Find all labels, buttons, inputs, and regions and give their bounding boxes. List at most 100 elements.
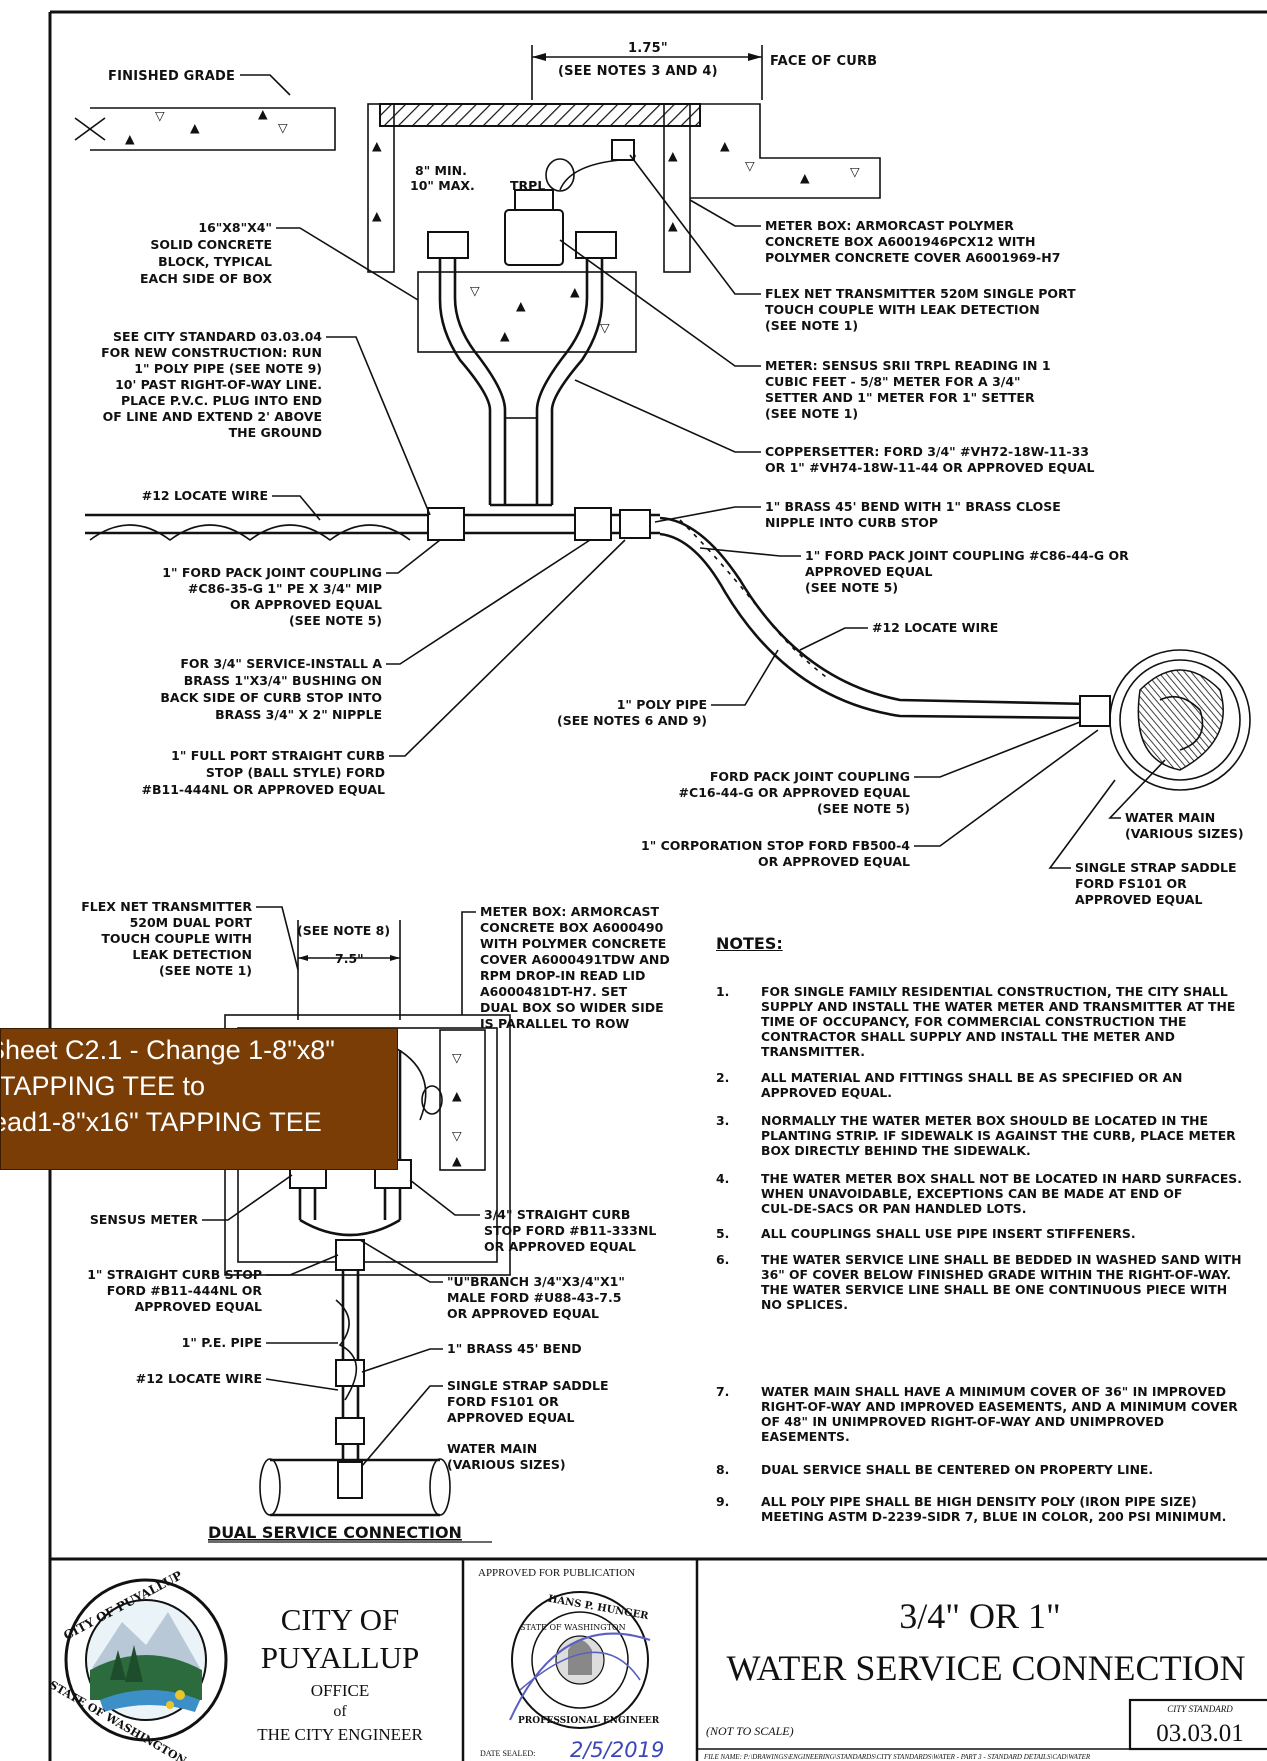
label-pack-joint-right: 1" FORD PACK JOINT COUPLING #C86-44-G OR…: [805, 548, 1129, 595]
approved-label: APPROVED FOR PUBLICATION: [478, 1567, 635, 1579]
annotation-line-2: TAPPING TEE to: [0, 1071, 206, 1101]
svg-text:▲: ▲: [258, 106, 268, 121]
note-number: 9.: [716, 1494, 730, 1509]
label-meter-sensus: METER: SENSUS SRII TRPL READING IN 1 CUB…: [765, 358, 1051, 421]
svg-text:A6000481DT-H7. SET: A6000481DT-H7. SET: [480, 984, 628, 999]
note-text: ALL POLY PIPE SHALL BE HIGH DENSITY POLY…: [761, 1494, 1227, 1524]
note-number: 7.: [716, 1384, 730, 1399]
svg-text:MALE FORD #U88-43-7.5: MALE FORD #U88-43-7.5: [447, 1290, 621, 1305]
sheet-border: [48, 10, 1267, 1761]
office-line-3: THE CITY ENGINEER: [257, 1725, 423, 1744]
label-straight-curb-1: 1" STRAIGHT CURB STOP FORD #B11-444NL OR…: [87, 1267, 262, 1314]
svg-text:LEAK DETECTION: LEAK DETECTION: [132, 947, 252, 962]
label-straight-curb-34: 3/4" STRAIGHT CURB STOP FORD #B11-333NL …: [484, 1207, 656, 1254]
label-coppersetter: COPPERSETTER: FORD 3/4" #VH72-18W-11-33 …: [765, 444, 1095, 475]
svg-text:▲: ▲: [452, 1088, 462, 1103]
seal-text-mid: STATE OF WASHINGTON: [520, 1623, 626, 1632]
svg-text:1" STRAIGHT CURB STOP: 1" STRAIGHT CURB STOP: [87, 1267, 262, 1282]
label-u-branch: "U"BRANCH 3/4"X3/4"X1" MALE FORD #U88-43…: [447, 1274, 625, 1321]
svg-text:1" BRASS 45' BEND WITH 1" BRAS: 1" BRASS 45' BEND WITH 1" BRASS CLOSE: [765, 499, 1061, 514]
note-number: 3.: [716, 1113, 730, 1128]
svg-text:(SEE NOTES 6 AND 9): (SEE NOTES 6 AND 9): [557, 713, 707, 728]
dim-1-75-value: 1.75": [628, 41, 668, 56]
seal-text-bottom: PROFESSIONAL ENGINEER: [518, 1716, 660, 1726]
svg-text:APPROVED EQUAL: APPROVED EQUAL: [805, 564, 932, 579]
annotation-line-1: Sheet C2.1 - Change 1-8"x8": [0, 1035, 335, 1065]
svg-text:WATER MAIN: WATER MAIN: [447, 1441, 537, 1456]
svg-text:APPROVED EQUAL: APPROVED EQUAL: [447, 1410, 574, 1425]
label-sensus-meter: SENSUS METER: [90, 1212, 199, 1227]
note-text: FOR SINGLE FAMILY RESIDENTIAL CONSTRUCTI…: [761, 984, 1236, 1059]
svg-text:10' PAST RIGHT-OF-WAY LINE.: 10' PAST RIGHT-OF-WAY LINE.: [115, 377, 322, 392]
label-water-main-dual: WATER MAIN (VARIOUS SIZES): [447, 1441, 566, 1472]
svg-text:WITH POLYMER CONCRETE: WITH POLYMER CONCRETE: [480, 936, 666, 951]
note-text: ALL MATERIAL AND FITTINGS SHALL BE AS SP…: [761, 1070, 1183, 1100]
city-logo: [64, 1578, 228, 1742]
svg-text:IS PARALLEL TO ROW: IS PARALLEL TO ROW: [480, 1016, 630, 1031]
note-number: 8.: [716, 1462, 730, 1477]
coppersetter: [438, 255, 604, 507]
meter-box-lid: [379, 103, 701, 127]
label-brass-bend: 1" BRASS 45' BEND WITH 1" BRASS CLOSE NI…: [765, 499, 1061, 530]
svg-text:▲: ▲: [800, 170, 810, 185]
label-brass-bend-dual: 1" BRASS 45' BEND: [447, 1341, 582, 1356]
dim-1-75-note: (SEE NOTES 3 AND 4): [558, 64, 718, 79]
dimension-1-75: [531, 45, 763, 100]
label-see-note-8: (SEE NOTE 8): [297, 923, 390, 938]
transmitter-wire: [545, 139, 636, 192]
svg-text:(SEE NOTE 5): (SEE NOTE 5): [805, 580, 898, 595]
svg-text:(SEE NOTE 5): (SEE NOTE 5): [289, 613, 382, 628]
water-meter: [427, 189, 617, 266]
comment-annotation[interactable]: Sheet C2.1 - Change 1-8"x8" TAPPING TEE …: [0, 1028, 398, 1170]
dual-water-main: [259, 1458, 451, 1517]
standard-number-box: [1128, 1698, 1267, 1751]
svg-text:(SEE NOTE 1): (SEE NOTE 1): [765, 318, 858, 333]
svg-text:BACK SIDE OF CURB STOP INTO: BACK SIDE OF CURB STOP INTO: [160, 690, 382, 705]
svg-text:CONCRETE BOX A6001946PCX12 WIT: CONCRETE BOX A6001946PCX12 WITH: [765, 234, 1035, 249]
label-meter-box-dual: METER BOX: ARMORCAST CONCRETE BOX A60004…: [480, 904, 670, 1031]
office-line-2: of: [333, 1703, 347, 1720]
svg-text:▲: ▲: [668, 218, 678, 233]
svg-text:OF LINE AND EXTEND 2' ABOVE: OF LINE AND EXTEND 2' ABOVE: [103, 409, 322, 424]
file-name: FILE NAME: P:\DRAWINGS\ENGINEERING\STAND…: [703, 1753, 1091, 1761]
svg-text:#C16-44-G OR APPROVED EQUAL: #C16-44-G OR APPROVED EQUAL: [679, 785, 910, 800]
not-to-scale: (NOT TO SCALE): [706, 1724, 794, 1738]
label-bushing: FOR 3/4" SERVICE-INSTALL A BRASS 1"X3/4"…: [160, 656, 382, 722]
note-number: 1.: [716, 984, 730, 999]
svg-text:1" FORD PACK JOINT COUPLING #C: 1" FORD PACK JOINT COUPLING #C86-44-G OR: [805, 548, 1129, 563]
standard-label: CITY STANDARD: [1167, 1704, 1233, 1714]
svg-text:3/4" STRAIGHT CURB: 3/4" STRAIGHT CURB: [484, 1207, 630, 1222]
title-line-2: WATER SERVICE CONNECTION: [726, 1648, 1245, 1688]
svg-text:DUAL BOX SO WIDER SIDE: DUAL BOX SO WIDER SIDE: [480, 1000, 664, 1015]
label-saddle: SINGLE STRAP SADDLE FORD FS101 OR APPROV…: [1075, 860, 1237, 907]
poly-pipe-curve: [659, 516, 1111, 727]
svg-text:FORD PACK JOINT COUPLING: FORD PACK JOINT COUPLING: [710, 769, 910, 784]
svg-text:▽: ▽: [470, 283, 480, 298]
label-saddle-dual: SINGLE STRAP SADDLE FORD FS101 OR APPROV…: [447, 1378, 609, 1425]
svg-text:1" FULL PORT STRAIGHT CURB: 1" FULL PORT STRAIGHT CURB: [171, 748, 385, 763]
svg-text:▲: ▲: [668, 148, 678, 163]
svg-text:WATER MAIN: WATER MAIN: [1125, 810, 1215, 825]
engineer-seal: [509, 1591, 651, 1729]
label-block: 16"X8"X4" SOLID CONCRETE BLOCK, TYPICAL …: [140, 220, 272, 286]
svg-text:(VARIOUS SIZES): (VARIOUS SIZES): [447, 1457, 566, 1472]
dual-service-line: [335, 1239, 365, 1480]
note-number: 6.: [716, 1252, 730, 1267]
office-line-1: OFFICE: [311, 1681, 370, 1700]
label-meter-box: METER BOX: ARMORCAST POLYMER CONCRETE BO…: [765, 218, 1060, 265]
svg-text:FORD FS101 OR: FORD FS101 OR: [1075, 876, 1187, 891]
svg-text:▽: ▽: [452, 1050, 462, 1065]
date-sealed-value: 2/5/2019: [570, 1738, 664, 1761]
svg-text:▽: ▽: [452, 1128, 462, 1143]
svg-text:COVER A6000491TDW AND: COVER A6000491TDW AND: [480, 952, 670, 967]
note-number: 4.: [716, 1171, 730, 1186]
svg-text:(SEE NOTE 5): (SEE NOTE 5): [817, 801, 910, 816]
standard-number: 03.03.01: [1156, 1720, 1244, 1747]
label-corp-stop: 1" CORPORATION STOP FORD FB500-4 OR APPR…: [641, 838, 910, 869]
svg-text:POLYMER CONCRETE COVER A600196: POLYMER CONCRETE COVER A6001969-H7: [765, 250, 1060, 265]
svg-text:SOLID CONCRETE: SOLID CONCRETE: [150, 237, 272, 252]
svg-text:PLACE P.V.C. PLUG INTO END: PLACE P.V.C. PLUG INTO END: [121, 393, 322, 408]
label-locate-wire-right: #12 LOCATE WIRE: [872, 620, 998, 635]
svg-text:APPROVED EQUAL: APPROVED EQUAL: [1075, 892, 1202, 907]
svg-text:▲: ▲: [720, 138, 730, 153]
